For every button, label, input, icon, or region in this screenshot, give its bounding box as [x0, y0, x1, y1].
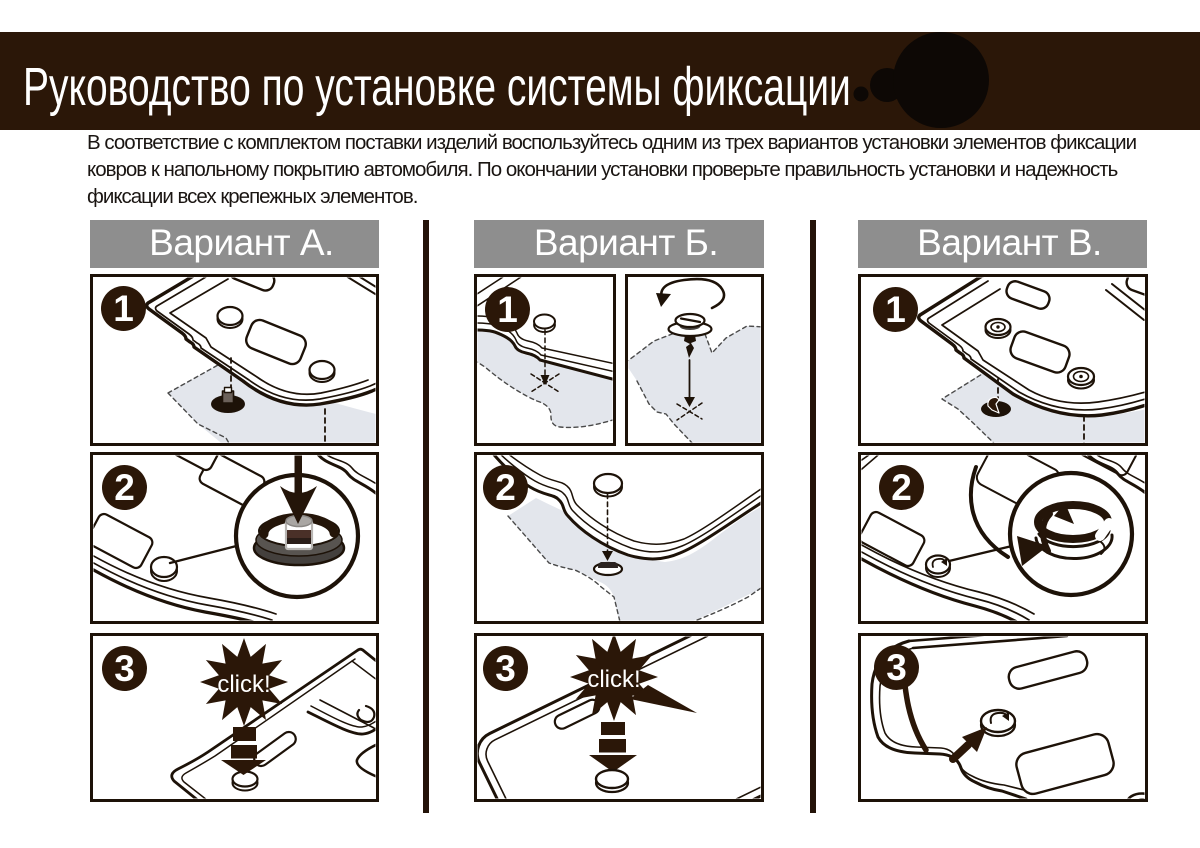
svg-text:click!: click! — [587, 666, 640, 693]
svg-text:click!: click! — [217, 671, 270, 698]
